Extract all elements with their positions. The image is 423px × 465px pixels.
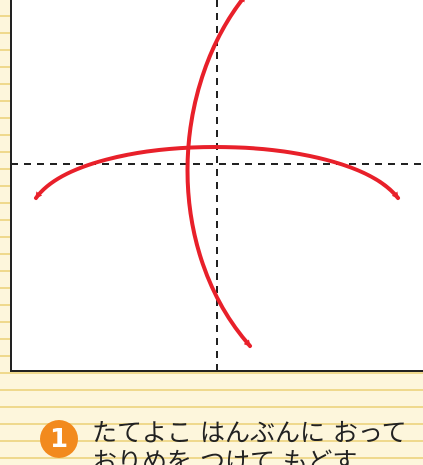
step-number-badge: 1 [40,420,78,458]
step-caption: 1 たてよこ はんぶんに おって おりめを つけて もどす [40,418,423,465]
folding-diagram [10,0,423,372]
step-instruction: たてよこ はんぶんに おって おりめを つけて もどす [92,418,422,465]
instruction-line-2: おりめを つけて もどす [92,447,358,465]
instruction-line-1: たてよこ はんぶんに おって [92,418,407,447]
horizontal-fold-arrow-icon [34,145,400,200]
vertical-fold-arrow-icon [185,0,252,348]
